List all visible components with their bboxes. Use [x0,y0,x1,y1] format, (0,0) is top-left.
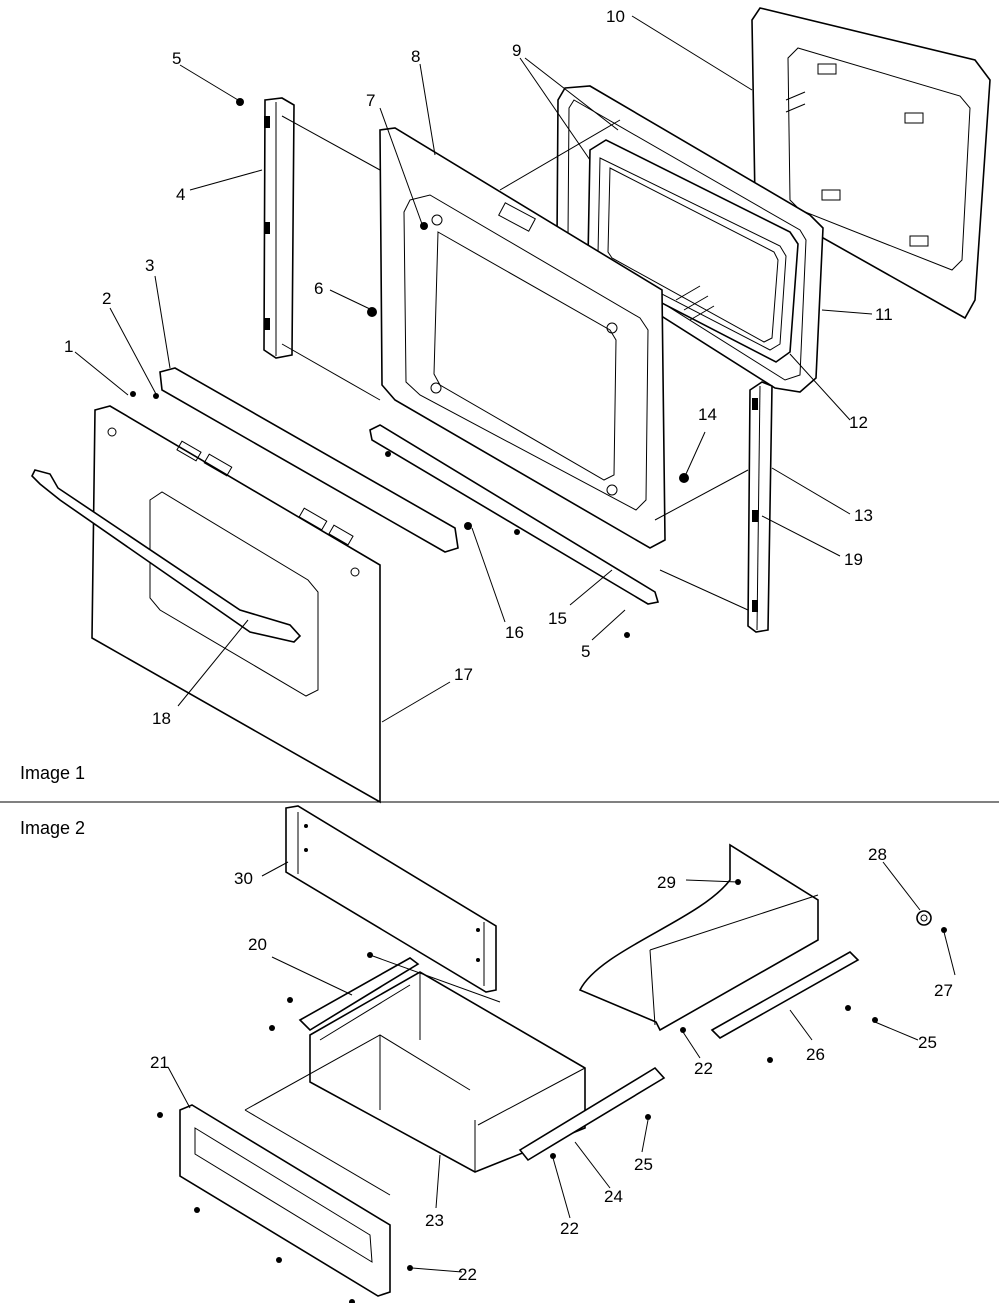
part-8-inner-panel [379,127,666,549]
callout-5-bottom: 5 [581,642,590,661]
part-13-right-channel [747,381,773,633]
callout-14: 14 [698,405,717,424]
part-21-drawer-front [179,1104,391,1297]
callout-26: 26 [806,1045,825,1064]
part-3-top-trim [159,367,459,553]
image-1-callouts: 1 2 3 4 5 6 7 8 9 10 11 12 13 14 15 16 1… [64,7,893,728]
callout-7: 7 [366,91,375,110]
image-2-diagram: 20 21 22 23 24 25 22 22 30 29 28 27 25 2… [20,805,956,1305]
callout-29: 29 [657,873,676,892]
image-1-diagram: 1 2 3 4 5 6 7 8 9 10 11 12 13 14 15 16 1… [20,7,991,804]
part-23-drawer-body [244,971,586,1196]
callout-25-right: 25 [918,1033,937,1052]
image-2-title: Image 2 [20,818,85,838]
callout-6: 6 [314,279,323,298]
part-17-outer-panel [91,405,381,804]
callout-10: 10 [606,7,625,26]
part-18-handle [31,469,302,643]
image-2-callouts: 20 21 22 23 24 25 22 22 30 29 28 27 25 2… [150,845,953,1284]
part-10-outer-frame [751,7,991,320]
callout-24: 24 [604,1187,623,1206]
callout-19: 19 [844,550,863,569]
callout-15: 15 [548,609,567,628]
part-15-bottom-rail [369,424,660,605]
callout-8: 8 [411,47,420,66]
hardware [130,98,689,638]
callout-30: 30 [234,869,253,888]
part-30-back-panel [285,805,497,993]
image-2-leaders [167,861,956,1273]
callout-17: 17 [454,665,473,684]
callout-23: 23 [425,1211,444,1230]
callout-3: 3 [145,256,154,275]
callout-9: 9 [512,41,521,60]
callout-16: 16 [505,623,524,642]
callout-25-left: 25 [634,1155,653,1174]
part-28-roller [916,910,932,926]
callout-21: 21 [150,1053,169,1072]
callout-18: 18 [152,709,171,728]
callout-12: 12 [849,413,868,432]
part-20-rail [298,957,420,1032]
callout-20: 20 [248,935,267,954]
callout-22-rail: 22 [560,1219,579,1238]
image-2-hardware [157,879,947,1305]
callout-22-front: 22 [458,1265,477,1284]
callout-5-top: 5 [172,49,181,68]
part-4-left-channel [263,97,295,359]
image-1-title: Image 1 [20,763,85,783]
part-29-drawer-side [578,843,819,1032]
image-1-leaders [74,15,873,723]
callout-13: 13 [854,506,873,525]
callout-4: 4 [176,185,185,204]
callout-27: 27 [934,981,953,1000]
part-24-rail [518,1066,666,1162]
part-26-rail [710,951,860,1039]
callout-22-right: 22 [694,1059,713,1078]
callout-2: 2 [102,289,111,308]
callout-1: 1 [64,337,73,356]
callout-28: 28 [868,845,887,864]
callout-11: 11 [875,305,893,324]
